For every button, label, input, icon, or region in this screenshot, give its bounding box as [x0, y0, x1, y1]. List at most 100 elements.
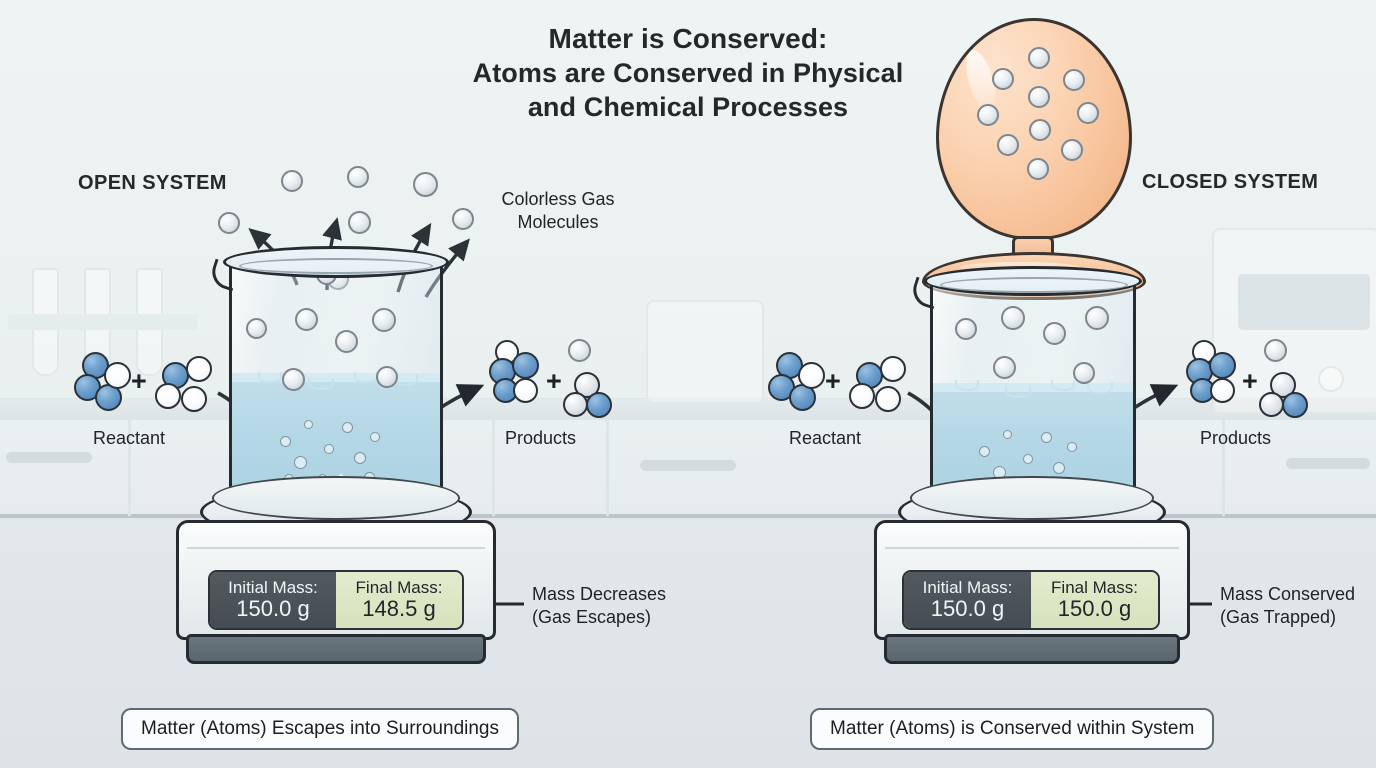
- gas-molecule: [335, 330, 358, 353]
- left-callout: Mass Decreases (Gas Escapes): [532, 583, 666, 629]
- bubble: [354, 452, 366, 464]
- atom-gray: [563, 392, 588, 417]
- bubble: [342, 422, 353, 433]
- test-tube-icon: [32, 268, 59, 376]
- final-mass-readout: Final Mass: 148.5 g: [336, 572, 462, 628]
- bubble: [280, 436, 291, 447]
- gas-molecule: [372, 308, 396, 332]
- gas-molecule: [568, 339, 591, 362]
- plus-symbol: +: [825, 366, 841, 396]
- right-callout-line-2: (Gas Trapped): [1220, 607, 1337, 627]
- atom-blue: [512, 352, 539, 379]
- bubble: [1041, 432, 1052, 443]
- atom-blue: [74, 374, 101, 401]
- bubble: [1023, 454, 1033, 464]
- bubble: [1053, 462, 1065, 474]
- atom-white: [186, 356, 212, 382]
- drawer-handle: [640, 460, 736, 471]
- gas-molecule: [992, 68, 1014, 90]
- gas-molecule: [282, 368, 305, 391]
- right-products-label: Products: [1200, 428, 1272, 448]
- cabinet-divider: [492, 420, 495, 516]
- gas-molecule: [1264, 339, 1287, 362]
- atom-gray: [1259, 392, 1284, 417]
- right-caption-pill: Matter (Atoms) is Conserved within Syste…: [810, 708, 1215, 750]
- balance-foot: [186, 634, 486, 664]
- atom-white: [181, 386, 207, 412]
- plus-symbol: +: [546, 366, 562, 396]
- bubble: [1067, 442, 1077, 452]
- closed-system-heading: CLOSED SYSTEM: [1142, 171, 1319, 193]
- gas-molecule: [1085, 306, 1109, 330]
- gas-molecule: [218, 212, 240, 234]
- atom-white: [849, 383, 875, 409]
- initial-mass-label: Initial Mass:: [228, 578, 318, 598]
- gas-molecule: [1077, 102, 1099, 124]
- atom-white: [880, 356, 906, 382]
- atom-white: [513, 378, 538, 403]
- title-line-3: and Chemical Processes: [527, 92, 849, 122]
- atom-white: [1210, 378, 1235, 403]
- gas-molecule: [1028, 47, 1050, 69]
- right-caption-text: Matter (Atoms) is Conserved within Syste…: [830, 718, 1195, 739]
- initial-mass-label: Initial Mass:: [922, 578, 1013, 598]
- atom-blue: [1282, 392, 1308, 418]
- test-tube-icon: [136, 268, 163, 376]
- left-balance-display: Initial Mass: 150.0 g Final Mass: 148.5 …: [208, 570, 464, 630]
- initial-mass-value: 150.0 g: [236, 596, 310, 622]
- gas-molecule: [376, 366, 398, 388]
- initial-mass-readout: Initial Mass: 150.0 g: [904, 572, 1031, 628]
- gas-molecule: [1029, 119, 1051, 141]
- plus-symbol: +: [1242, 366, 1258, 396]
- gas-molecule: [1061, 139, 1083, 161]
- right-balance-display: Initial Mass: 150.0 g Final Mass: 150.0 …: [902, 570, 1160, 630]
- gas-molecule: [1073, 362, 1095, 384]
- left-callout-line-1: Mass Decreases: [532, 584, 667, 604]
- gas-molecule: [993, 356, 1016, 379]
- left-caption-text: Matter (Atoms) Escapes into Surroundings: [141, 718, 499, 739]
- right-callout-line-1: Mass Conserved: [1220, 584, 1356, 604]
- gas-molecule: [955, 318, 977, 340]
- bubble: [370, 432, 380, 442]
- gas-molecule: [347, 166, 369, 188]
- atom-white: [798, 362, 825, 389]
- meniscus-arc: [1087, 382, 1113, 394]
- instrument-knob-icon: [1318, 366, 1344, 392]
- final-mass-readout: Final Mass: 150.0 g: [1031, 572, 1158, 628]
- bubble: [1003, 430, 1012, 439]
- balloon: [936, 18, 1132, 240]
- gas-molecule: [1063, 69, 1085, 91]
- atom-white: [104, 362, 131, 389]
- final-mass-value: 148.5 g: [362, 596, 436, 622]
- gas-molecule: [452, 208, 474, 230]
- final-mass-value: 150.0 g: [1057, 596, 1132, 622]
- left-products-label: Products: [505, 428, 577, 448]
- gas-molecule: [977, 104, 999, 126]
- gas-molecule: [281, 170, 303, 192]
- cabinet-divider: [606, 420, 609, 516]
- lab-instrument: [646, 300, 764, 404]
- balance-pan-surface: [910, 476, 1154, 520]
- atom-white: [875, 386, 901, 412]
- meniscus-arc: [955, 380, 979, 391]
- bubble: [324, 444, 334, 454]
- open-system-heading: OPEN SYSTEM: [78, 172, 227, 194]
- gas-molecule: [1001, 306, 1025, 330]
- gas-molecule: [1027, 158, 1049, 180]
- gas-molecule: [348, 211, 371, 234]
- meniscus-arc: [1005, 386, 1031, 398]
- atom-blue: [1209, 352, 1236, 379]
- atom-blue: [586, 392, 612, 418]
- title-line-1: Matter is Conserved:: [548, 23, 828, 54]
- instrument-screen: [1238, 274, 1370, 330]
- page-title: Matter is Conserved: Atoms are Conserved…: [0, 22, 1376, 124]
- plus-symbol: +: [131, 366, 147, 396]
- gas-molecules-label: Colorless Gas Molecules: [501, 189, 615, 232]
- meniscus-arc: [354, 372, 378, 383]
- gas-molecule: [997, 134, 1019, 156]
- gas-molecule: [1043, 322, 1066, 345]
- bubble: [294, 456, 307, 469]
- meniscus-arc: [258, 372, 282, 383]
- gas-molecule: [246, 318, 267, 339]
